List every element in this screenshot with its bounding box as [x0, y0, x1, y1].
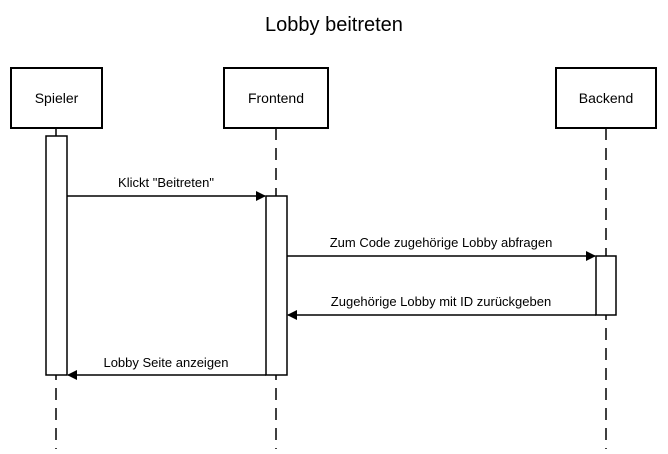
- message-4: Lobby Seite anzeigen: [67, 355, 266, 380]
- participant-frontend: Frontend: [223, 67, 329, 129]
- participant-backend: Backend: [555, 67, 657, 129]
- message-label: Zugehörige Lobby mit ID zurückgeben: [331, 294, 551, 309]
- message-3: Zugehörige Lobby mit ID zurückgeben: [287, 294, 596, 320]
- message-2: Zum Code zugehörige Lobby abfragen: [287, 235, 596, 261]
- participant-box: [555, 67, 657, 129]
- participant-spieler: Spieler: [10, 67, 103, 129]
- message-label: Klickt "Beitreten": [118, 175, 214, 190]
- activation-bar-backend: [595, 255, 617, 316]
- participant-label: Frontend: [248, 90, 304, 106]
- activation-bar-frontend: [265, 195, 288, 376]
- diagram-title: Lobby beitreten: [265, 14, 403, 36]
- participant-label: Backend: [579, 90, 633, 106]
- message-1: Klickt "Beitreten": [67, 175, 266, 201]
- message-label: Lobby Seite anzeigen: [103, 355, 228, 370]
- message-label: Zum Code zugehörige Lobby abfragen: [330, 235, 553, 250]
- participant-label: Spieler: [35, 90, 79, 106]
- participant-box: [223, 67, 329, 129]
- activation-bar-spieler: [45, 135, 68, 376]
- participant-box: [10, 67, 103, 129]
